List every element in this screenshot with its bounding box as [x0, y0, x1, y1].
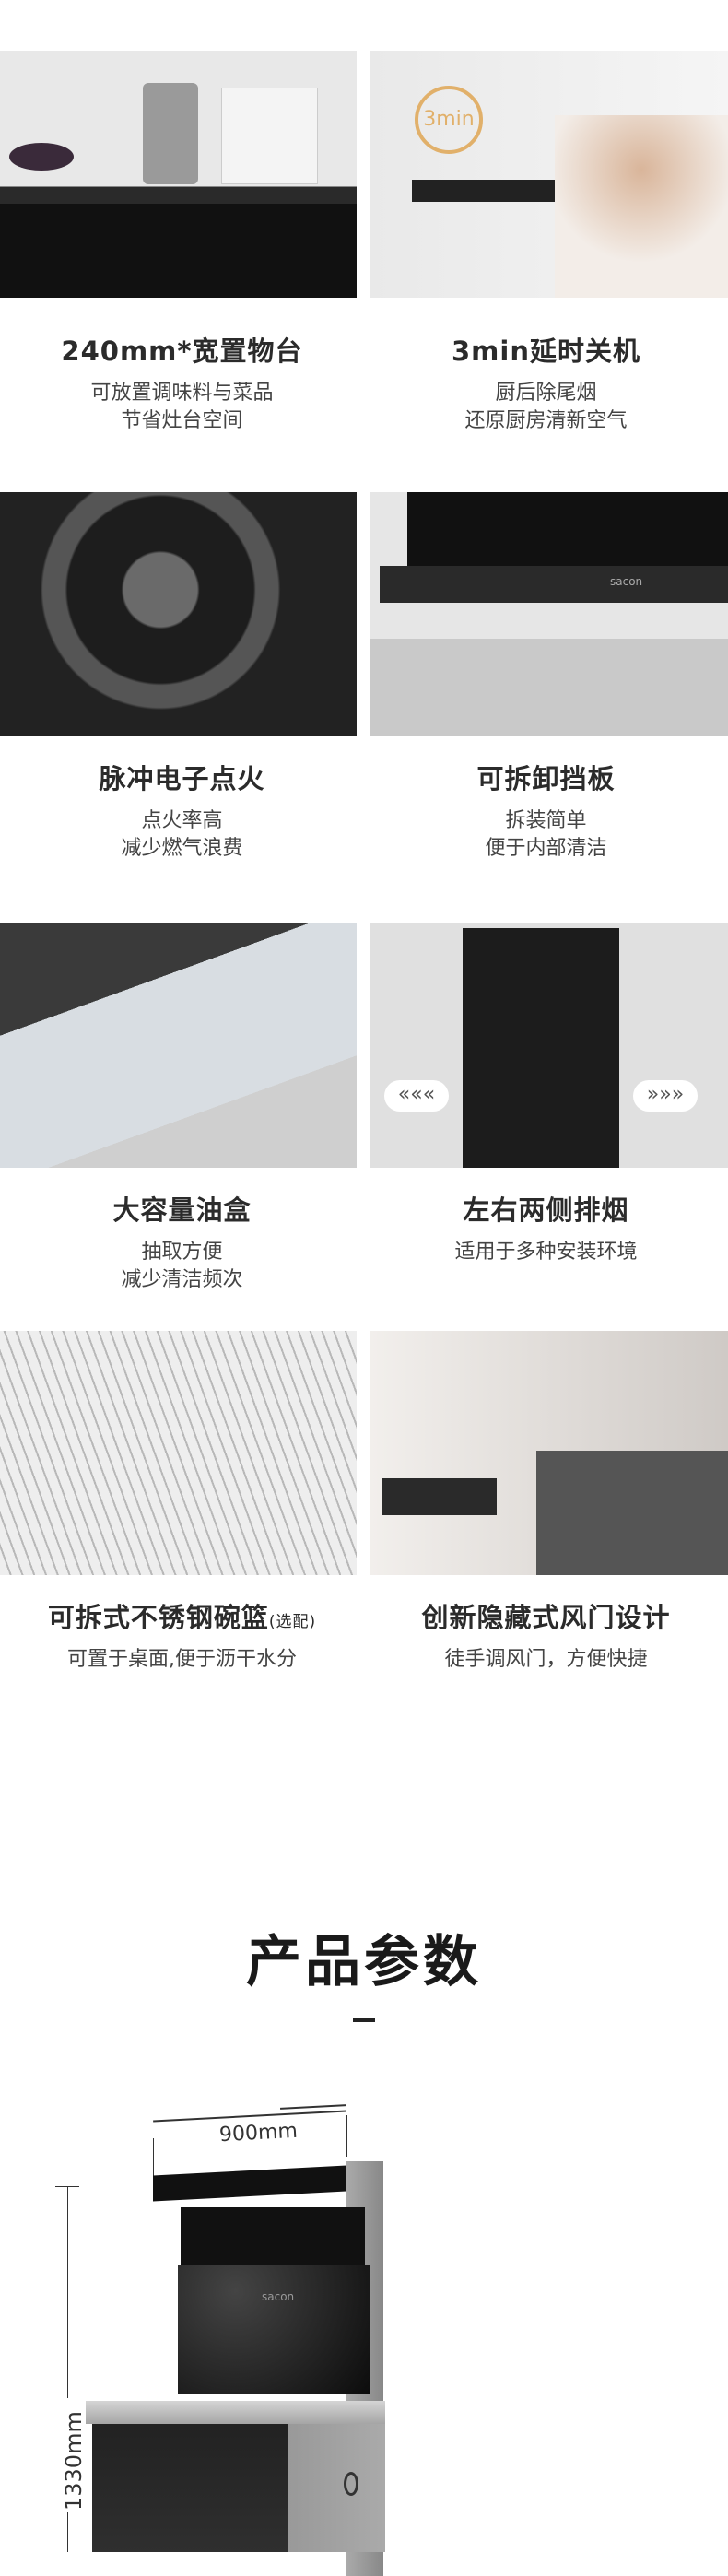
brand-logo: sacon: [262, 2290, 295, 2303]
feature-image-delay-off: 3min: [370, 51, 728, 298]
height-dimension: 1330mm: [61, 2411, 87, 2511]
feature-title: 3min延时关机: [452, 335, 640, 367]
feature-line: 减少燃气浪费: [121, 837, 243, 860]
feature-image-shelf: [0, 51, 357, 298]
feature-title: 240mm*宽置物台: [61, 335, 303, 367]
optional-note: (选配): [268, 1613, 317, 1631]
feature-image-oil-box: [0, 923, 357, 1168]
section-heading: 产品参数: [246, 1930, 482, 1994]
width-dimension: 900mm: [218, 2119, 299, 2147]
feature-image-air-damper: [370, 1331, 728, 1575]
arrow-left-icon: «««: [384, 1080, 449, 1112]
feature-line: 抽取方便: [141, 1241, 223, 1264]
feature-line: 节省灶台空间: [121, 409, 243, 432]
arrow-right-icon: »»»: [633, 1080, 698, 1112]
feature-title: 脉冲电子点火: [99, 763, 265, 794]
feature-line: 适用于多种安装环境: [454, 1241, 638, 1264]
feature-image-ignition: [0, 492, 357, 736]
feature-line: 拆装简单: [505, 809, 587, 832]
feature-title: 可拆卸挡板: [476, 763, 616, 794]
feature-line: 徒手调风门，方便快捷: [444, 1648, 648, 1671]
feature-title: 创新隐藏式风门设计: [421, 1602, 671, 1633]
feature-line: 便于内部清洁: [485, 837, 607, 860]
feature-line: 厨后除尾烟: [495, 382, 597, 405]
feature-line: 点火率高: [141, 809, 223, 832]
feature-line: 减少清洁频次: [121, 1268, 243, 1291]
feature-image-dish-rack: [0, 1331, 357, 1575]
feature-image-baffle: sacon: [370, 492, 728, 736]
feature-line: 可置于桌面,便于沥干水分: [67, 1648, 297, 1671]
feature-line: 还原厨房清新空气: [464, 409, 628, 432]
feature-title: 左右两侧排烟: [463, 1194, 629, 1226]
feature-title: 大容量油盒: [112, 1194, 252, 1226]
brand-logo: sacon: [380, 566, 728, 603]
feature-line: 可放置调味料与菜品: [90, 382, 274, 405]
heading-divider: [353, 2018, 375, 2022]
feature-image-side-exhaust: ««« »»»: [370, 923, 728, 1168]
feature-title: 可拆式不锈钢碗篮: [47, 1602, 269, 1633]
timer-icon: 3min: [415, 86, 483, 154]
